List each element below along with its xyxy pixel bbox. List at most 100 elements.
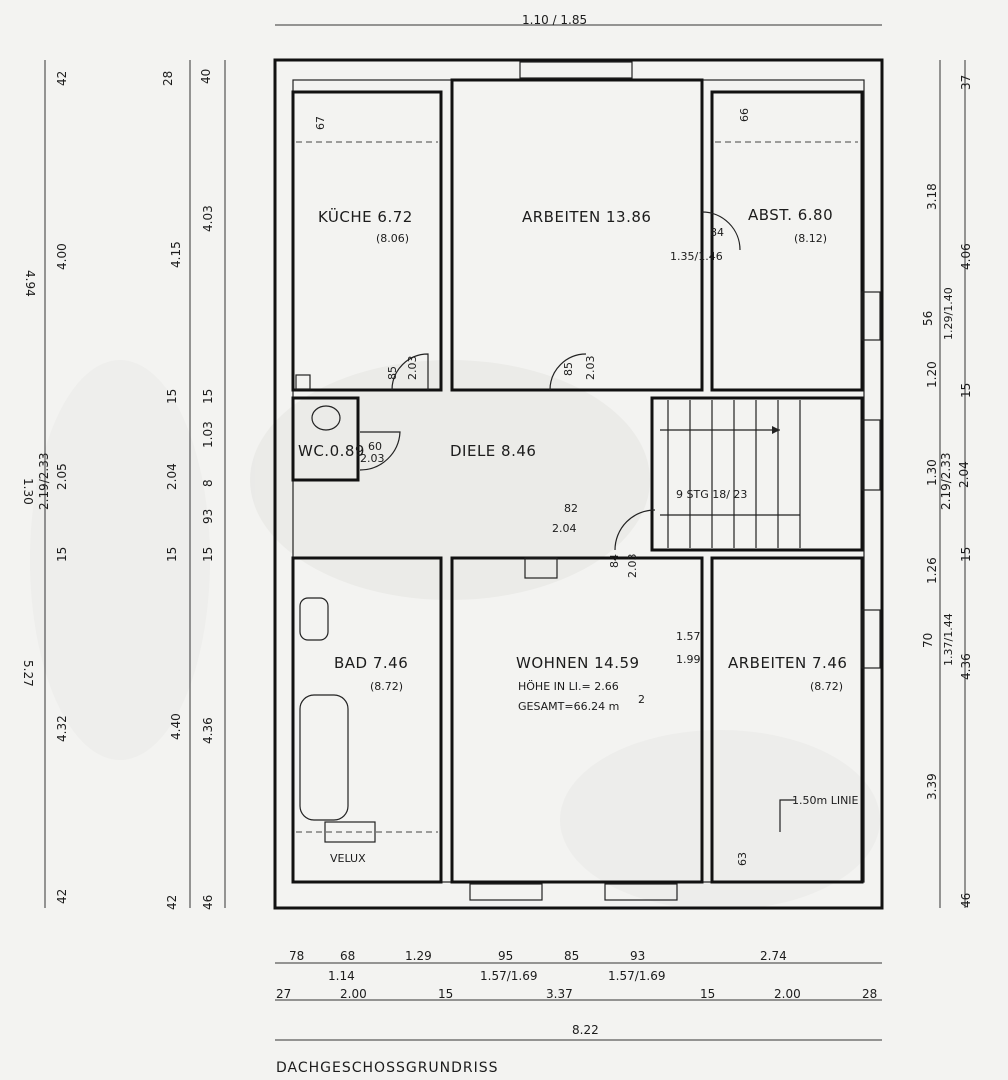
dim-opening-wohnen-b: 1.99 [676,653,701,666]
door-swings [359,211,741,551]
dim-bottom: 85 [564,949,579,963]
window-arbeiten2 [861,609,881,669]
linie-pointer [779,799,795,832]
room-wc-walls [291,396,360,482]
dim-bottom: 1.14 [328,969,355,983]
dim-door-stair-b: 2.04 [552,522,577,535]
room-note-height: HÖHE IN LI.= 2.66 [518,680,619,693]
dim-left: 42 [55,889,69,904]
dim-bottom: 15 [438,987,453,1001]
dim-left: 5.27 [21,660,35,687]
dim-left-inner: 42 [165,895,179,910]
dim-right-window: 1.29/1.40 [942,287,955,340]
dim-left: 4.00 [55,243,69,270]
dim-opening-wohnen-a: 1.57 [676,630,701,643]
bathtub-icon [299,694,349,821]
dim-bottom: 28 [862,987,877,1001]
room-area-abst: (8.12) [794,232,827,245]
right-inner-dims: 3.18 56 1.20 15 1.30 1.26 70 3.39 46 [921,183,973,908]
window-wohnen-1 [469,883,543,901]
dim-bottom: 27 [276,987,291,1001]
dim-bottom: 15 [700,987,715,1001]
outer-wall [273,58,884,910]
dim-door-kueche-a: 85 [386,366,399,380]
dim-right: 56 [921,311,935,326]
linie-label: 1.50m LINIE [792,794,859,807]
dim-left: 2.05 [55,463,69,490]
dim-right: 46 [959,893,973,908]
dim-bottom: 3.37 [546,987,573,1001]
dim-door-arbeiten-b: 2.03 [584,356,597,381]
dim-door-kueche-b: 2.03 [406,356,419,381]
dim-left-inner: 15 [165,547,179,562]
dim-bottom: 1.57/1.69 [608,969,665,983]
room-bad-walls [291,556,443,884]
window-wohnen-2 [604,883,678,901]
room-label-arbeiten2: ARBEITEN 7.46 [728,654,847,672]
dim-door-stair-a: 82 [564,502,578,515]
room-wohnen-walls [450,556,704,884]
dim-left: 42 [55,71,69,86]
paper-texture [30,360,880,910]
dim-left-inner: 15 [55,547,69,562]
bottom-dims-row2: 1.14 1.57/1.69 1.57/1.69 [328,969,665,983]
dim-left-inner: 4.36 [201,717,215,744]
right-window-dims: 1.29/1.40 2.19/2.33 1.37/1.44 [939,287,955,666]
velux-window [324,821,376,843]
shaft-icon [295,374,311,390]
dim-left: 2.19/2.33 [37,453,51,510]
room-small-dims: 67 66 63 [314,108,751,866]
dim-door-wc-a: 60 [368,440,382,453]
sink-icon [299,597,329,641]
room-label-abst: ABST. 6.80 [748,206,833,224]
dim-bottom: 93 [630,949,645,963]
room-area-bad: (8.72) [370,680,403,693]
bottom-dims-row1: 78 68 1.29 95 85 93 2.74 [289,949,787,963]
toilet-icon [311,405,341,431]
stairs-label: 9 STG 18/ 23 [676,488,747,501]
velux-label: VELUX [330,852,366,865]
dim-door-wc-b: 2.03 [360,452,385,465]
room-abst-walls [710,90,864,392]
dim-left-inner: 28 [161,71,175,86]
dim-door-abst-a: 84 [710,226,724,239]
dim-left-inner: 1.03 [201,421,215,448]
dim-left-inner: 2.04 [165,463,179,490]
dim-right: 1.30 [925,459,939,486]
dim-bottom: 2.74 [760,949,787,963]
dim-right-outer: 15 [959,547,973,562]
plan-title: DACHGESCHOSSGRUNDRISS [276,1060,499,1076]
top-window [519,61,633,79]
dim-door-wohnen-b: 2.03 [626,554,639,579]
room-area-kueche: (8.06) [376,232,409,245]
dim-left-inner: 40 [199,69,213,84]
dim-right-outer: 4.36 [959,653,973,680]
room-note-total: GESAMT=66.24 m [518,700,619,713]
window-abst [861,291,881,341]
left-inner-dims: 28 40 4.15 4.03 15 15 1.03 2.04 8 93 15 … [55,69,215,910]
room-label-arbeiten: ARBEITEN 13.86 [522,208,651,226]
dim-room-small: 67 [314,116,327,130]
dim-left-inner: 46 [201,895,215,910]
bottom-dims-row3: 27 2.00 15 3.37 15 2.00 28 [276,987,877,1001]
dim-door-arbeiten-a: 85 [562,362,575,376]
dim-right-outer: 2.04 [957,461,971,488]
room-note-total-sup: 2 [638,693,645,706]
dim-left: 4.32 [55,715,69,742]
dim-bottom: 2.00 [340,987,367,1001]
staircase [650,396,881,552]
chimney-icon [524,557,558,579]
dimension-lines [44,24,966,1041]
dim-door-wohnen-a: 84 [608,554,621,568]
room-label-wc: WC.0.89 [298,442,365,460]
dim-right: 1.26 [925,557,939,584]
left-outer-dims: 4.94 4.00 1.30 2.19/2.33 2.05 5.27 4.32 … [21,71,69,904]
room-label-kueche: KÜCHE 6.72 [318,207,413,226]
dim-left-inner: 8 [201,479,215,487]
room-arbeiten-walls [450,78,704,392]
dim-door-abst-b: 1.35/1.46 [670,250,723,263]
room-label-diele: DIELE 8.46 [450,442,536,460]
dim-bottom: 78 [289,949,304,963]
room-kueche-walls [291,90,443,392]
dim-left: 1.30 [21,478,35,505]
